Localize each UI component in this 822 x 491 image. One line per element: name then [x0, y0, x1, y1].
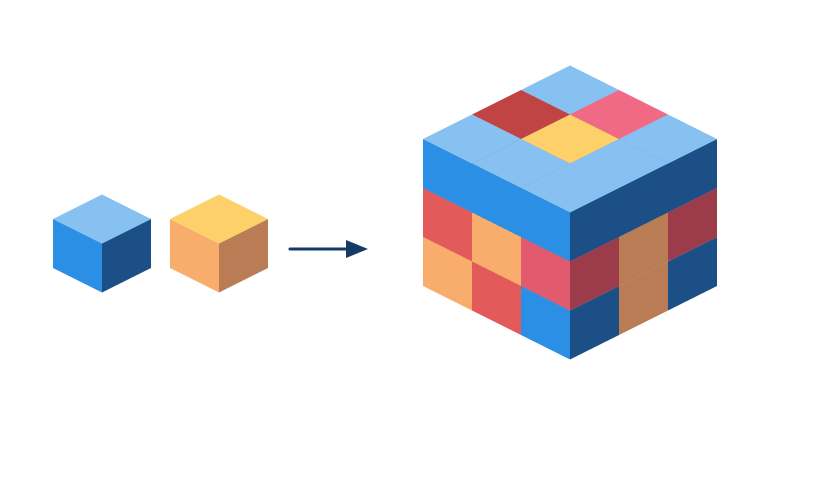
cube-assembly-icon: [423, 65, 717, 360]
orange-cube-icon: [170, 194, 268, 293]
blue-cube-icon: [53, 194, 151, 293]
right-arrow-icon: [288, 240, 368, 258]
single-cubes: [53, 194, 268, 293]
assembly-cube-0-2-2: [521, 163, 619, 262]
